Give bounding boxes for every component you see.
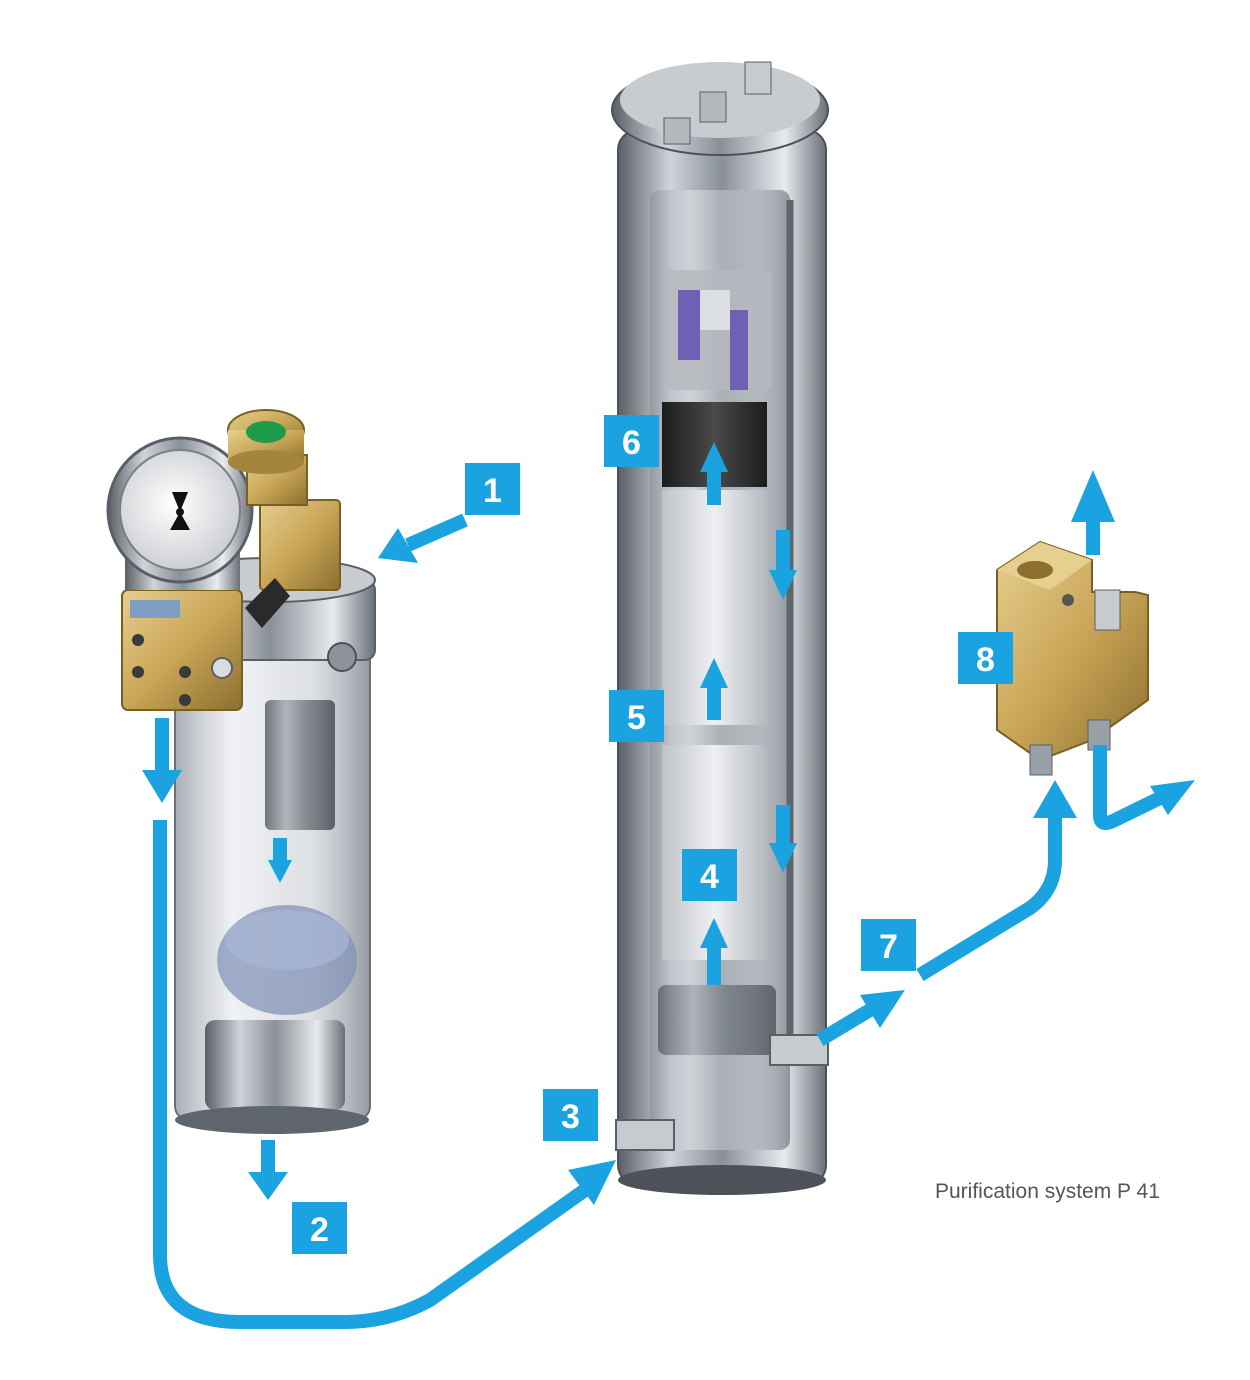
arrowhead-to-valve: [860, 990, 905, 1028]
arrowhead-prefilter: [142, 770, 182, 803]
step-badge-2: 2: [292, 1202, 347, 1254]
arrowhead-column-inlet: [568, 1160, 616, 1205]
arrow-outlet-side: [1093, 745, 1164, 830]
step-badge-6: 6: [604, 415, 659, 467]
arrow-to-block: [916, 815, 1062, 981]
step-badge-8: 8: [958, 632, 1013, 684]
main-filter-column: [611, 61, 829, 1195]
svg-text:3: 3: [561, 1098, 580, 1136]
pressure-gauge: [106, 436, 254, 590]
arrowhead-down-upper: [769, 570, 797, 600]
arrowhead-to-block: [1033, 780, 1077, 818]
step-badge-5: 5: [609, 690, 664, 742]
flow-arrows: [153, 470, 1164, 1329]
arrow-column-to-valve: [816, 1003, 874, 1047]
step-badge-1: 1: [465, 463, 520, 515]
arrowhead-down-lower: [769, 843, 797, 873]
figure-caption: Purification system P 41: [935, 1180, 1160, 1203]
arrowhead-outlet-side: [1150, 780, 1195, 815]
svg-text:2: 2: [310, 1211, 329, 1249]
arrowhead-stage5: [700, 658, 728, 688]
svg-text:6: 6: [622, 424, 641, 462]
arrowhead-drain: [248, 1172, 288, 1200]
svg-text:8: 8: [976, 641, 995, 679]
step-badge-3: 3: [543, 1089, 598, 1141]
green-cap-connector: [227, 409, 308, 506]
back-pressure-valve-block: [996, 540, 1149, 776]
svg-text:7: 7: [879, 928, 898, 966]
arrowhead-stage6: [700, 442, 728, 472]
arrowhead-prefilter-inner: [268, 860, 292, 883]
arrowhead-stage4: [700, 918, 728, 948]
step-badge-7: 7: [861, 919, 916, 971]
arrow-pipe-to-column: [153, 820, 590, 1329]
arrowhead-outlet-up: [1071, 470, 1115, 522]
svg-text:4: 4: [700, 858, 719, 896]
step-badge-4: 4: [682, 849, 737, 901]
arrow-inlet: [405, 513, 468, 552]
arrow-heads: [142, 442, 1195, 1205]
svg-text:1: 1: [483, 472, 502, 510]
svg-text:5: 5: [627, 699, 646, 737]
arrowhead-inlet: [378, 528, 418, 563]
